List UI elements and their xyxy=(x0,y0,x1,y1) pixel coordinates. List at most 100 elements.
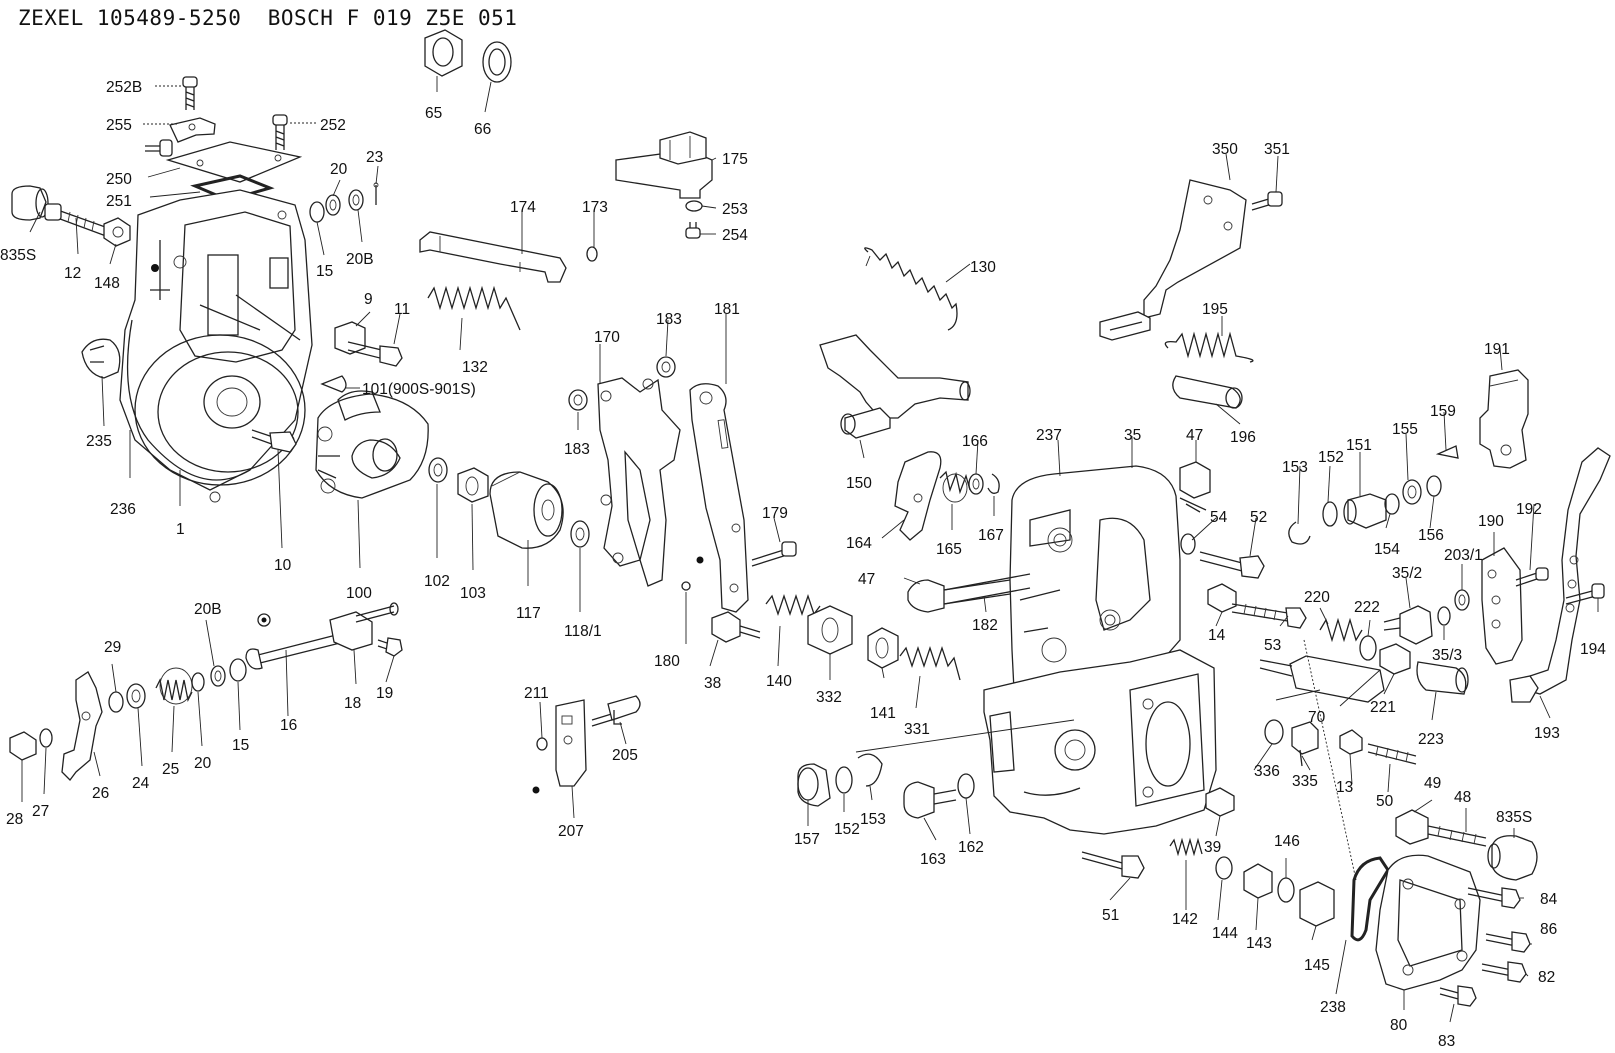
callout-182: 182 xyxy=(972,617,998,634)
part-29-washer xyxy=(108,691,124,713)
callout-102: 102 xyxy=(424,573,450,590)
part-dot-marker-16 xyxy=(257,613,271,627)
part-66-washer xyxy=(482,41,512,83)
callout-251: 251 xyxy=(106,193,132,210)
part-23-pin xyxy=(373,182,379,205)
part-351-screw xyxy=(1251,191,1283,211)
callout-52: 52 xyxy=(1250,509,1267,526)
part-162-washer xyxy=(957,773,975,799)
callout-20B-lower: 20B xyxy=(194,601,222,618)
callout-25: 25 xyxy=(162,761,179,778)
part-18-block xyxy=(329,602,399,651)
callout-51: 51 xyxy=(1102,907,1119,924)
part-255-bracket xyxy=(169,117,216,143)
part-142-spring-screw xyxy=(1169,837,1203,857)
callout-12: 12 xyxy=(64,265,81,282)
callout-179: 179 xyxy=(762,505,788,522)
callout-15-lower: 15 xyxy=(232,737,249,754)
part-148-nut xyxy=(103,217,131,247)
callout-10: 10 xyxy=(274,557,292,574)
part-205-pin xyxy=(591,695,641,727)
part-103-bearing xyxy=(457,467,489,503)
part-49-nut xyxy=(1395,809,1429,845)
callout-35: 35 xyxy=(1124,427,1141,444)
callout-164: 164 xyxy=(846,535,872,552)
part-19-screw xyxy=(377,637,403,657)
callout-150: 150 xyxy=(846,475,872,492)
part-835S-cap-left xyxy=(11,185,49,221)
callout-142: 142 xyxy=(1172,911,1198,928)
part-254-screw xyxy=(685,222,701,239)
part-195-spring xyxy=(1164,331,1254,363)
callout-15-top: 15 xyxy=(316,263,333,280)
part-20-ring-top xyxy=(325,194,341,216)
part-179-screw xyxy=(751,541,797,567)
callout-35-3: 35/3 xyxy=(1432,647,1462,664)
part-86-screw xyxy=(1485,931,1531,953)
callout-83: 83 xyxy=(1438,1033,1455,1050)
part-70-adjuster xyxy=(1259,655,1385,703)
part-250-plate xyxy=(165,141,303,183)
part-221-nut xyxy=(1379,643,1411,675)
callout-118-1: 118/1 xyxy=(564,623,602,640)
part-236-gasket xyxy=(126,319,251,481)
callout-20-lower: 20 xyxy=(194,755,212,772)
callout-47-top: 47 xyxy=(1186,427,1203,444)
callout-26: 26 xyxy=(92,785,109,802)
callout-141: 141 xyxy=(870,705,896,722)
callout-11: 11 xyxy=(394,301,410,318)
part-183-washer-lower xyxy=(568,389,588,411)
part-117-sleeve xyxy=(489,471,564,549)
callout-193: 193 xyxy=(1534,725,1560,742)
part-28-nut xyxy=(9,731,37,761)
callout-191: 191 xyxy=(1484,341,1510,358)
part-12-screw xyxy=(44,203,109,237)
part-235-collar xyxy=(81,338,121,379)
callout-20B-top: 20B xyxy=(346,251,374,268)
callout-153-lower: 153 xyxy=(860,811,886,828)
part-193-lever xyxy=(1509,447,1611,703)
callout-29: 29 xyxy=(104,639,121,656)
part-83-screw xyxy=(1439,985,1477,1007)
part-143-nut xyxy=(1243,863,1273,899)
part-167-clip xyxy=(987,473,1000,494)
callout-167: 167 xyxy=(978,527,1004,544)
part-35-pump-lower-body xyxy=(983,649,1217,835)
part-180-pin xyxy=(681,556,704,591)
callout-222: 222 xyxy=(1354,599,1380,616)
part-146-washer xyxy=(1277,877,1295,903)
callout-235: 235 xyxy=(86,433,112,450)
callout-237: 237 xyxy=(1036,427,1062,444)
callout-84: 84 xyxy=(1540,891,1558,908)
callout-159: 159 xyxy=(1430,403,1456,420)
callout-132: 132 xyxy=(462,359,488,376)
callout-144: 144 xyxy=(1212,925,1238,942)
part-11-screw xyxy=(347,341,403,367)
part-84-screw xyxy=(1467,887,1521,909)
part-238-gasket xyxy=(1350,856,1390,942)
callout-170: 170 xyxy=(594,329,620,346)
callout-335: 335 xyxy=(1292,773,1318,790)
part-203-1-washer xyxy=(1454,589,1470,611)
part-20B-washer-lower xyxy=(210,665,226,687)
callout-195: 195 xyxy=(1202,301,1228,318)
part-196-sleeve xyxy=(1172,375,1243,409)
callout-223: 223 xyxy=(1418,731,1444,748)
part-144-washer xyxy=(1215,856,1233,880)
part-335-bolt xyxy=(1291,721,1319,767)
callout-38: 38 xyxy=(704,675,721,692)
callout-238: 238 xyxy=(1320,999,1346,1016)
part-16-shaft xyxy=(245,633,345,670)
callout-70: 70 xyxy=(1308,709,1326,726)
part-182-rod xyxy=(943,573,1031,605)
callout-236: 236 xyxy=(110,501,136,518)
callout-86: 86 xyxy=(1540,921,1557,938)
part-252-screw xyxy=(272,114,288,150)
callout-254: 254 xyxy=(722,227,748,244)
part-175-plate xyxy=(615,131,713,199)
callout-255: 255 xyxy=(106,117,132,134)
part-small-screw-left xyxy=(145,139,173,157)
callout-183-lower: 183 xyxy=(564,441,590,458)
part-332-nut xyxy=(807,605,853,655)
